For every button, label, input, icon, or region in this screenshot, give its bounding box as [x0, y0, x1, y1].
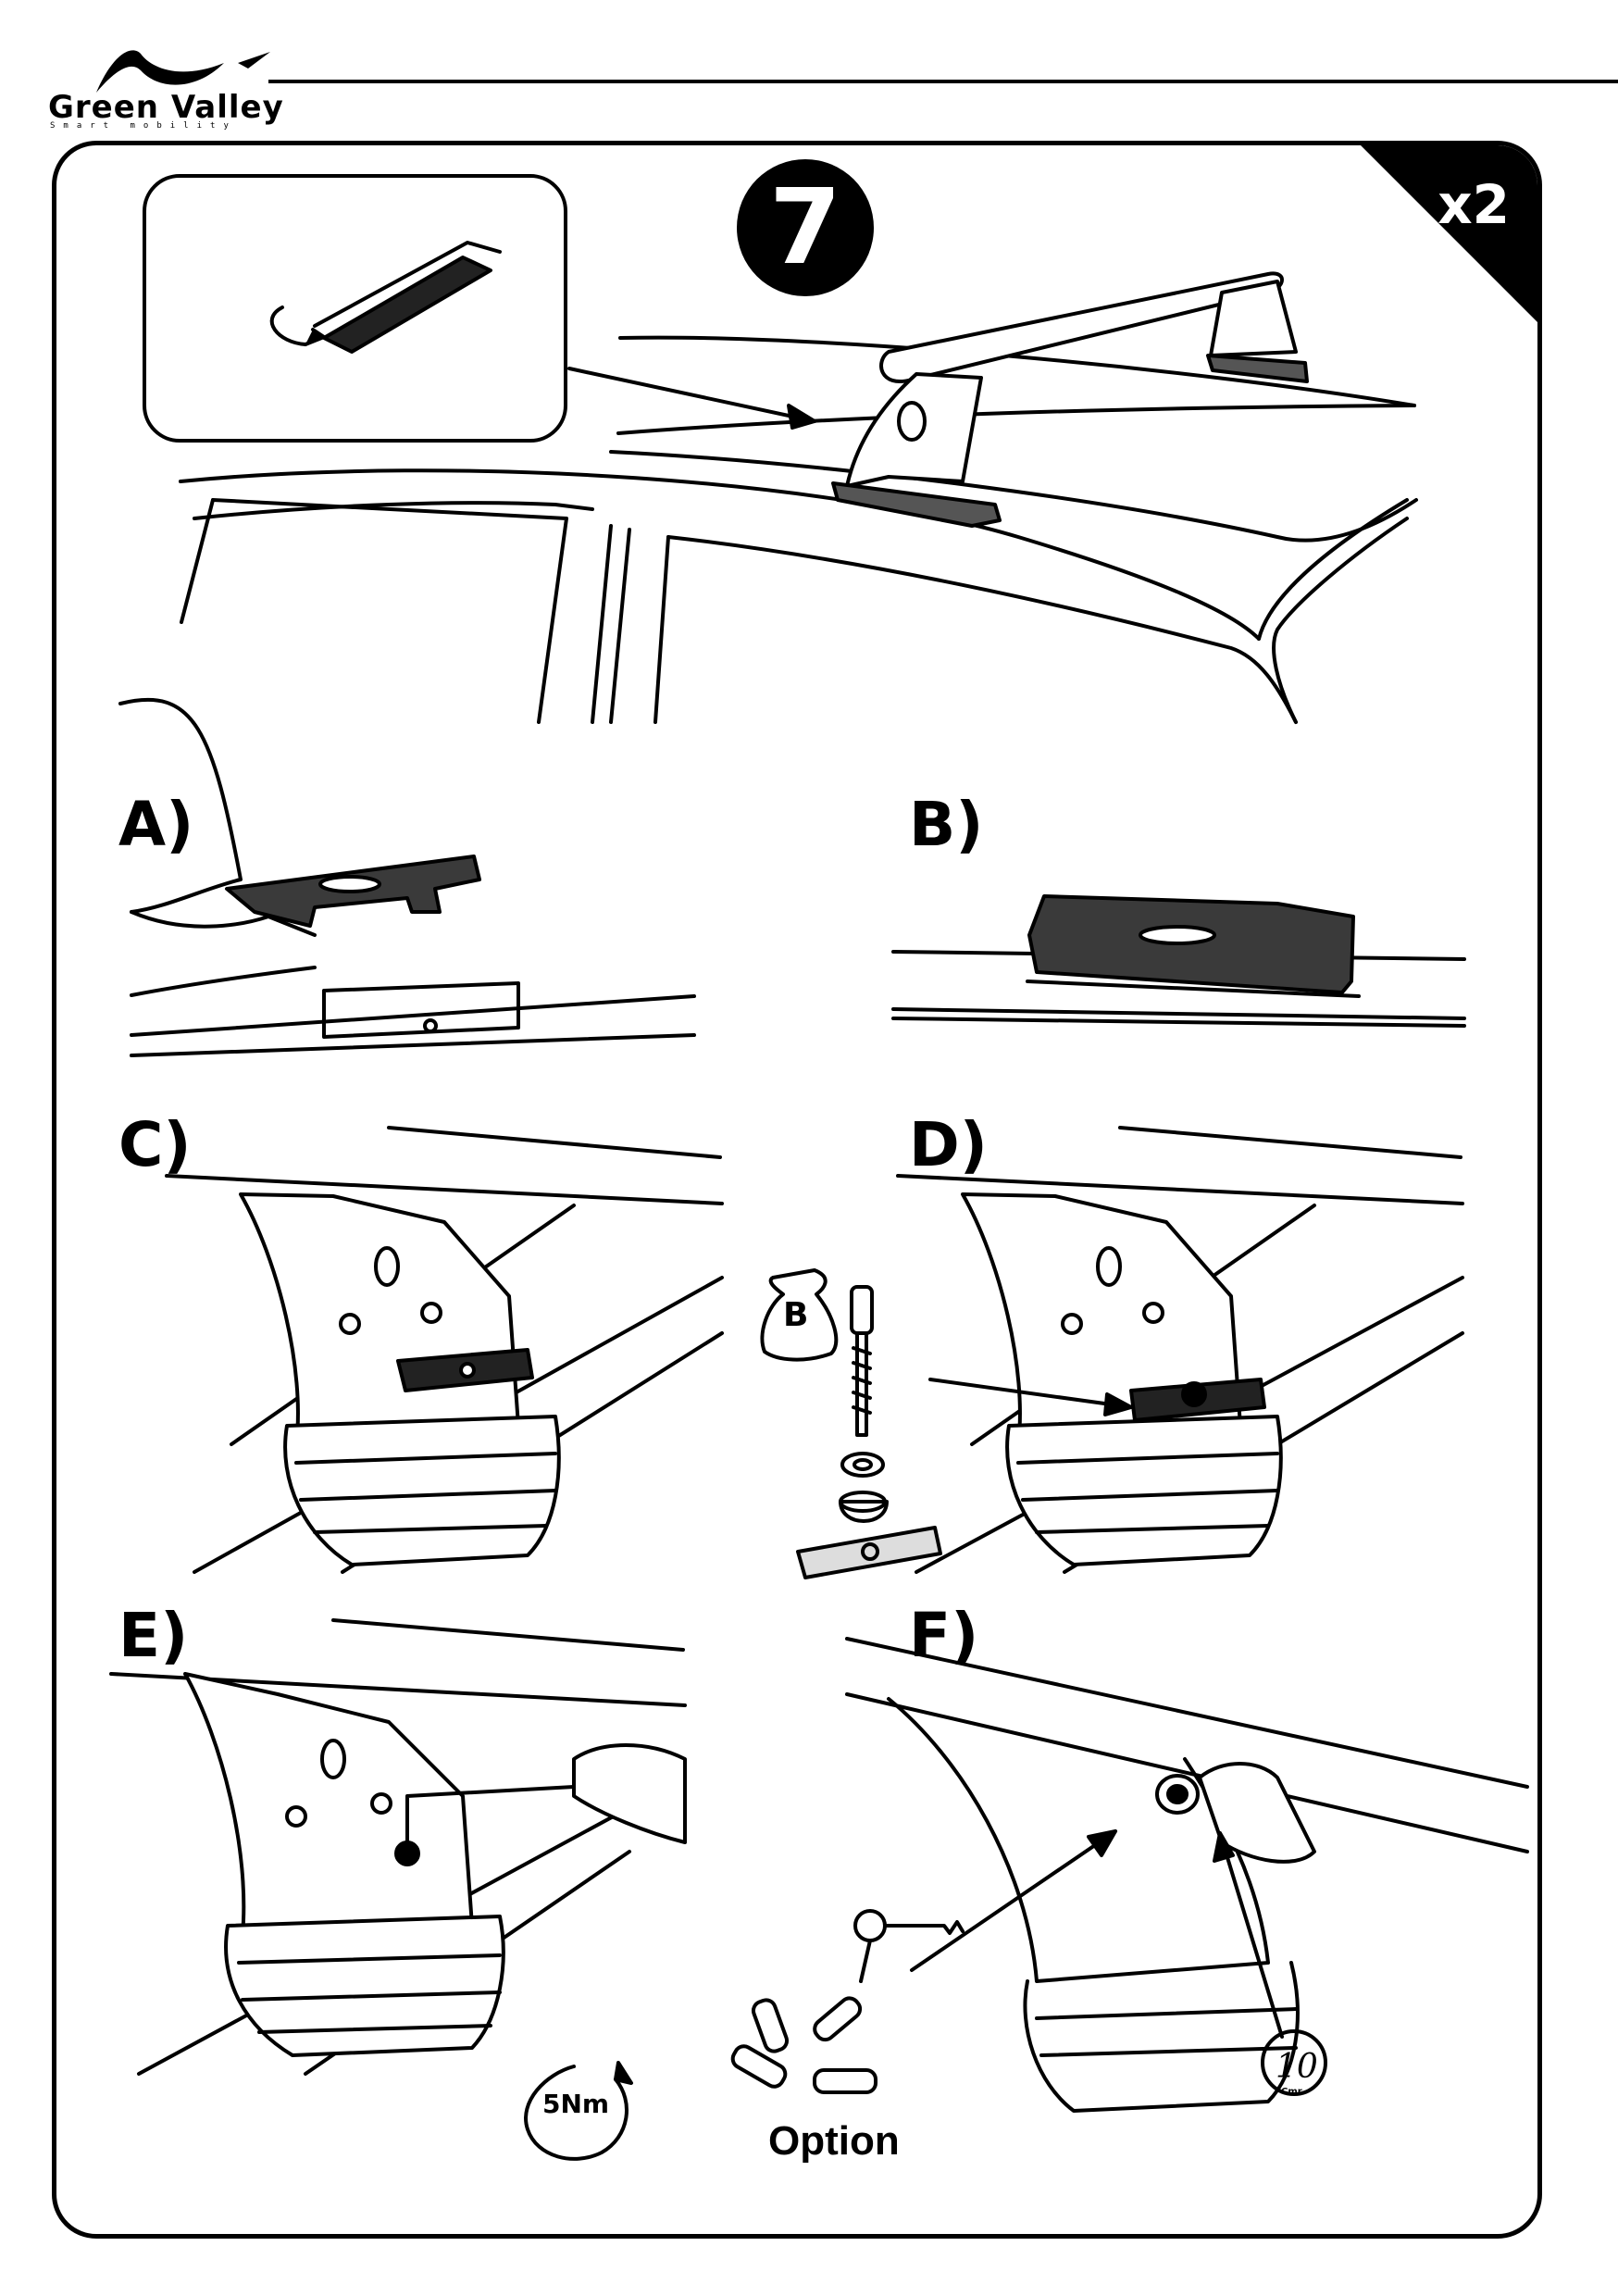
parts-bag-label: B [783, 1296, 809, 1334]
panel-c-illustration [165, 1126, 724, 1574]
option-label: Option [768, 2118, 900, 2164]
logo-swoosh-icon [96, 50, 270, 93]
instruction-frame: x2 [52, 141, 1542, 2239]
panel-label-d: D) [909, 1109, 988, 1180]
roof-bar [831, 271, 1309, 528]
header-rule [268, 80, 1618, 83]
lock-cylinders-icon [730, 1909, 965, 2094]
panel-a-illustration [118, 697, 696, 1057]
quantity-corner [1359, 145, 1537, 324]
panel-label-a: A) [118, 789, 194, 860]
panel-e-illustration [109, 1618, 687, 2076]
panel-label-c: C) [118, 1109, 192, 1180]
panel-label-f: F) [909, 1600, 979, 1671]
brand-logo [39, 26, 289, 137]
panel-f-illustration [845, 1637, 1529, 2113]
panel-label-e: E) [118, 1600, 189, 1671]
key-badge-unit: Cmr [1281, 2087, 1302, 2097]
quantity-label: x2 [1438, 173, 1510, 236]
brand-tagline: Smart mobility [50, 121, 237, 131]
panel-label-b: B) [909, 789, 984, 860]
parts-bag-hardware [760, 1268, 942, 1579]
inset-endcap-detail [143, 174, 567, 443]
step-number: 7 [737, 159, 874, 296]
torque-label: 5Nm [542, 2089, 610, 2119]
arrow-inset-to-bar [567, 367, 816, 430]
panel-d-illustration [896, 1126, 1464, 1574]
car-roof-illustration [179, 335, 1418, 724]
torque-arrow-icon [524, 2061, 633, 2161]
brand-name: Green Valley [48, 89, 284, 126]
key-badge-number: 10 [1276, 2048, 1318, 2086]
panel-b-illustration [891, 894, 1466, 1028]
